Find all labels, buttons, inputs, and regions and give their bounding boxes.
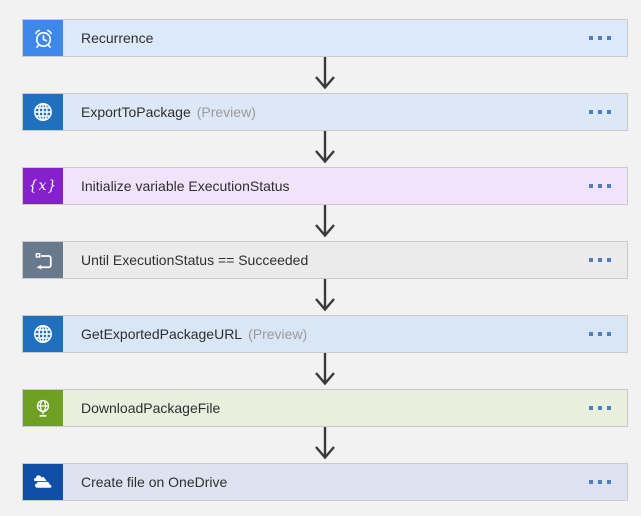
alarm-clock-icon <box>32 27 55 50</box>
menu-dot <box>598 184 602 188</box>
menu-dot <box>589 258 593 262</box>
variable-icon: {x} <box>28 178 58 194</box>
step-menu-button[interactable] <box>587 176 613 196</box>
step-icon-tile <box>23 316 63 352</box>
menu-dot <box>589 332 593 336</box>
step-preview-tag: (Preview) <box>248 326 308 342</box>
step-title: Create file on OneDrive <box>81 474 228 490</box>
step-icon-tile <box>23 94 63 130</box>
menu-dot <box>607 332 611 336</box>
workflow-canvas: Recurrence <box>22 19 628 501</box>
step-icon-tile <box>23 390 63 426</box>
workflow-step-card[interactable]: Recurrence <box>22 19 628 57</box>
menu-dot <box>589 110 593 114</box>
step-title: Until ExecutionStatus == Succeeded <box>81 252 309 268</box>
menu-dot <box>598 110 602 114</box>
step-icon-tile: {x} <box>23 168 63 204</box>
menu-dot <box>607 110 611 114</box>
step-menu-button[interactable] <box>587 250 613 270</box>
step-menu-button[interactable] <box>587 324 613 344</box>
step-icon-tile <box>23 242 63 278</box>
workflow-step-card[interactable]: Until ExecutionStatus == Succeeded <box>22 241 628 279</box>
step-title: ExportToPackage <box>81 104 191 120</box>
menu-dot <box>598 406 602 410</box>
down-arrow-icon <box>315 279 335 312</box>
step-title: Initialize variable ExecutionStatus <box>81 178 290 194</box>
step-menu-button[interactable] <box>587 398 613 418</box>
step-icon-tile <box>23 464 63 500</box>
globe-icon <box>31 322 55 346</box>
loop-icon <box>32 249 55 272</box>
step-preview-tag: (Preview) <box>196 104 256 120</box>
step-menu-button[interactable] <box>587 28 613 48</box>
menu-dot <box>598 258 602 262</box>
down-arrow-icon <box>315 427 335 460</box>
workflow-step-card[interactable]: {x} Initialize variable ExecutionStatus <box>22 167 628 205</box>
menu-dot <box>589 480 593 484</box>
down-arrow-icon <box>315 205 335 238</box>
down-arrow-icon <box>315 353 335 386</box>
step-menu-button[interactable] <box>587 102 613 122</box>
workflow-step-card[interactable]: ExportToPackage (Preview) <box>22 93 628 131</box>
menu-dot <box>589 36 593 40</box>
connector-insert-zone[interactable] <box>22 131 628 167</box>
menu-dot <box>607 36 611 40</box>
connector-insert-zone[interactable] <box>22 353 628 389</box>
step-title: Recurrence <box>81 30 154 46</box>
down-arrow-icon <box>315 57 335 90</box>
connector-insert-zone[interactable] <box>22 205 628 241</box>
step-icon-tile <box>23 20 63 56</box>
menu-dot <box>598 36 602 40</box>
menu-dot <box>598 332 602 336</box>
menu-dot <box>607 480 611 484</box>
step-title: GetExportedPackageURL <box>81 326 243 342</box>
connector-insert-zone[interactable] <box>22 279 628 315</box>
globe-icon <box>31 100 55 124</box>
workflow-step-card[interactable]: GetExportedPackageURL (Preview) <box>22 315 628 353</box>
onedrive-icon <box>30 469 56 495</box>
menu-dot <box>607 184 611 188</box>
menu-dot <box>607 406 611 410</box>
globe-stand-icon <box>32 397 54 419</box>
connector-insert-zone[interactable] <box>22 427 628 463</box>
workflow-step-card[interactable]: Create file on OneDrive <box>22 463 628 501</box>
step-title: DownloadPackageFile <box>81 400 221 416</box>
workflow-step-card[interactable]: DownloadPackageFile <box>22 389 628 427</box>
step-menu-button[interactable] <box>587 472 613 492</box>
down-arrow-icon <box>315 131 335 164</box>
menu-dot <box>589 184 593 188</box>
menu-dot <box>598 480 602 484</box>
menu-dot <box>607 258 611 262</box>
connector-insert-zone[interactable] <box>22 57 628 93</box>
menu-dot <box>589 406 593 410</box>
